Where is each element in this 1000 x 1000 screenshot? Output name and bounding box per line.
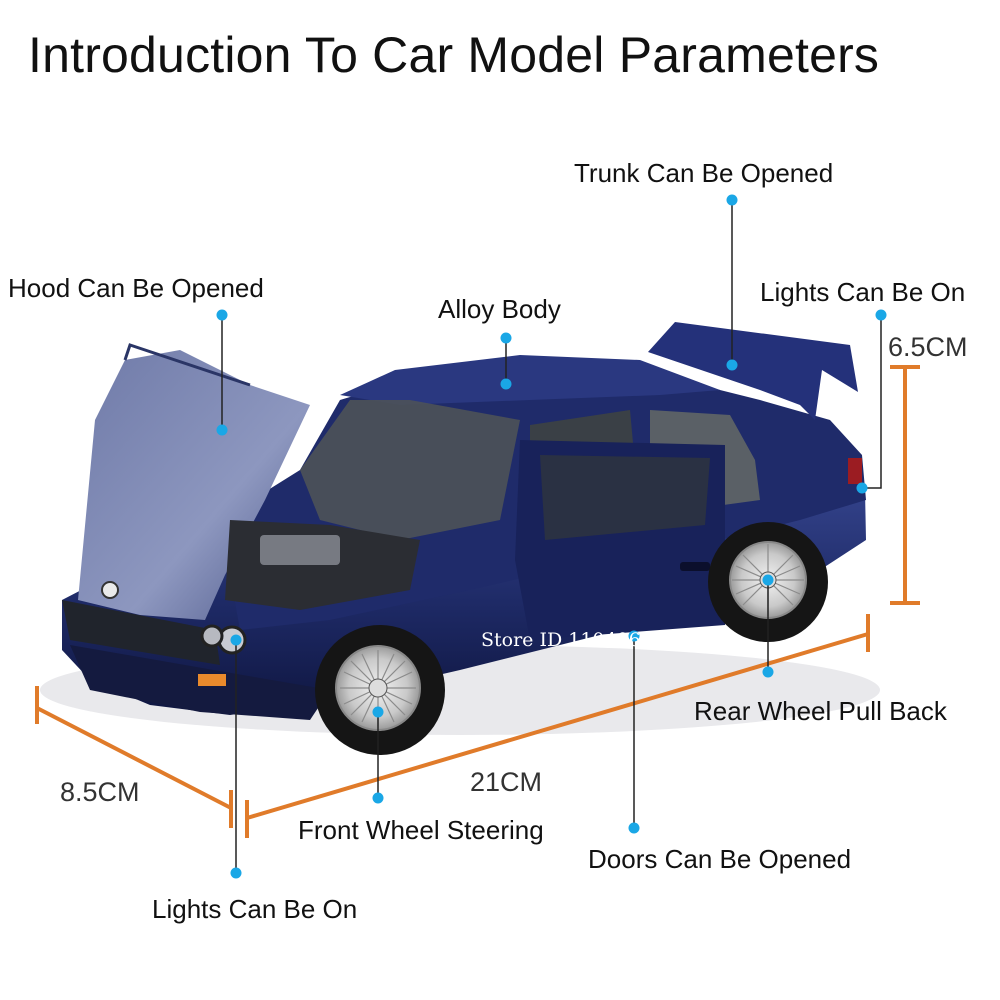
callout-dot-rear-lights <box>875 309 887 321</box>
logo-badge-icon <box>101 581 119 599</box>
car-roof <box>340 355 720 405</box>
callout-dot-rear-wheel <box>762 666 774 678</box>
headlight-inner-icon <box>200 624 224 648</box>
windshield <box>300 400 520 540</box>
label-front-wheel: Front Wheel Steering <box>298 815 544 845</box>
callout-dot-front-wheel-target <box>372 706 384 718</box>
label-alloy-body: Alloy Body <box>438 294 561 324</box>
callout-dot-trunk <box>726 194 738 206</box>
label-hood: Hood Can Be Opened <box>8 273 264 303</box>
callout-dot-rear-lights-target <box>856 482 868 494</box>
label-rear-lights: Lights Can Be On <box>760 277 966 307</box>
tail-light <box>848 458 862 484</box>
hood <box>78 350 310 620</box>
dimension-lines <box>35 365 920 838</box>
length-dimension-line <box>246 632 869 820</box>
callout-dot-front-wheel <box>372 792 384 804</box>
callout-dot-front-lights <box>230 867 242 879</box>
front-wheel-icon <box>315 625 445 755</box>
door-handle <box>680 562 710 571</box>
width-dimension-line <box>36 706 232 810</box>
label-trunk: Trunk Can Be Opened <box>574 158 834 188</box>
dimension-width-label: 8.5CM <box>60 777 140 807</box>
store-watermark: Store ID 1104069607 <box>481 629 690 651</box>
door-window <box>540 455 710 540</box>
page-title: Introduction To Car Model Parameters <box>28 27 880 83</box>
dimension-height-label: 6.5CM <box>888 332 968 362</box>
front-grille <box>62 600 220 665</box>
callout-dot-body-target <box>500 378 512 390</box>
callout-dot-doors-target <box>628 630 640 642</box>
callout-dot-body <box>500 332 512 344</box>
label-front-lights: Lights Can Be On <box>152 894 358 924</box>
callout-dot-trunk-target <box>726 359 738 371</box>
trunk-lid <box>648 322 858 420</box>
callout-dot-hood-target <box>216 424 228 436</box>
engine-block <box>260 535 340 565</box>
indicator-light <box>198 674 226 686</box>
label-rear-wheel: Rear Wheel Pull Back <box>694 696 947 726</box>
dimension-length-label: 21CM <box>470 767 543 797</box>
callout-dot-doors <box>628 822 640 834</box>
callout-dot-hood <box>216 309 228 321</box>
callout-dot-rear-wheel-target <box>762 574 774 586</box>
callout-lines <box>221 200 882 873</box>
label-doors: Doors Can Be Opened <box>588 844 852 874</box>
callout-dot-front-lights-target <box>230 634 242 646</box>
